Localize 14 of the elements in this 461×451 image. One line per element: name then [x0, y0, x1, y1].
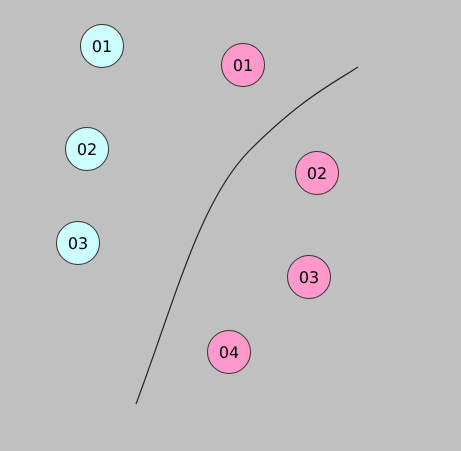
circle-label: 01	[92, 36, 112, 56]
class-circle	[207, 330, 251, 374]
class-circle	[287, 255, 331, 299]
circle-label: 04	[218, 342, 240, 362]
class-circle	[56, 221, 100, 265]
class-circle	[80, 24, 124, 68]
class-circle	[221, 43, 265, 87]
circle-label: 02	[76, 140, 98, 158]
circle-label: 03	[68, 234, 88, 252]
circle-label: 03	[298, 268, 320, 286]
class-circle	[295, 151, 339, 195]
class-circle	[65, 127, 109, 171]
circle-label: 01	[232, 56, 254, 74]
circle-label: 02	[306, 164, 328, 182]
